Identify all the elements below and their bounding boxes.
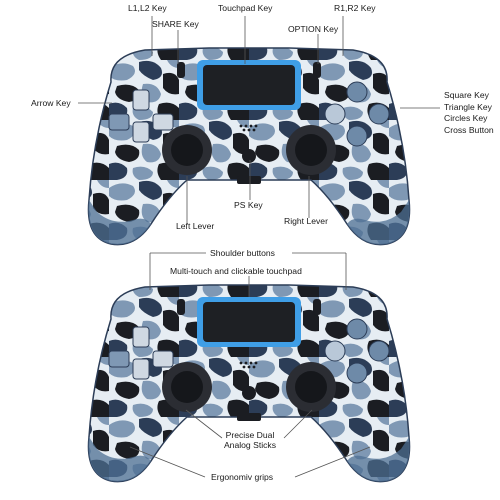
face-buttons[interactable] [324, 81, 390, 147]
label-l1-l2-key: L1,L2 Key [128, 3, 167, 13]
label-multitouch-touchpad: Multi-touch and clickable touchpad [170, 266, 302, 276]
d-pad[interactable] [108, 89, 174, 143]
label-circles-key: Circles Key [444, 113, 488, 123]
label-right-lever: Right Lever [284, 216, 328, 226]
share-button[interactable] [177, 62, 185, 78]
label-arrow-key: Arrow Key [31, 98, 71, 108]
label-touchpad-key: Touchpad Key [218, 3, 273, 13]
ps-button[interactable] [242, 386, 256, 400]
label-shoulder-buttons: Shoulder buttons [210, 248, 275, 258]
label-option-key: OPTION Key [288, 24, 339, 34]
label-sticks-line1: Precise Dual [225, 430, 275, 440]
face-buttons[interactable] [324, 318, 390, 384]
label-triangle-key: Triangle Key [444, 101, 492, 112]
bottom-controller [87, 284, 411, 483]
share-button[interactable] [177, 299, 185, 315]
label-r1-r2-key: R1,R2 Key [334, 3, 376, 13]
options-button[interactable] [313, 62, 321, 78]
d-pad[interactable] [108, 326, 174, 380]
top-controller [87, 47, 411, 246]
label-share-key: SHARE Key [152, 19, 199, 29]
label-face-keys: Square Key Triangle Key Circles Key Cros… [444, 90, 494, 136]
label-ps-key: PS Key [234, 200, 263, 210]
label-sticks-line2: Analog Sticks [223, 440, 277, 450]
label-ergonomic-grips: Ergonomiv grips [211, 472, 274, 482]
label-analog-sticks: Precise Dual Analog Sticks [210, 430, 290, 450]
label-left-lever: Left Lever [176, 221, 215, 231]
label-cross-button: Cross Button [444, 124, 494, 135]
label-square-key: Square Key [444, 90, 489, 100]
options-button[interactable] [313, 299, 321, 315]
leader-lines [78, 16, 440, 478]
ps-button[interactable] [242, 149, 256, 163]
